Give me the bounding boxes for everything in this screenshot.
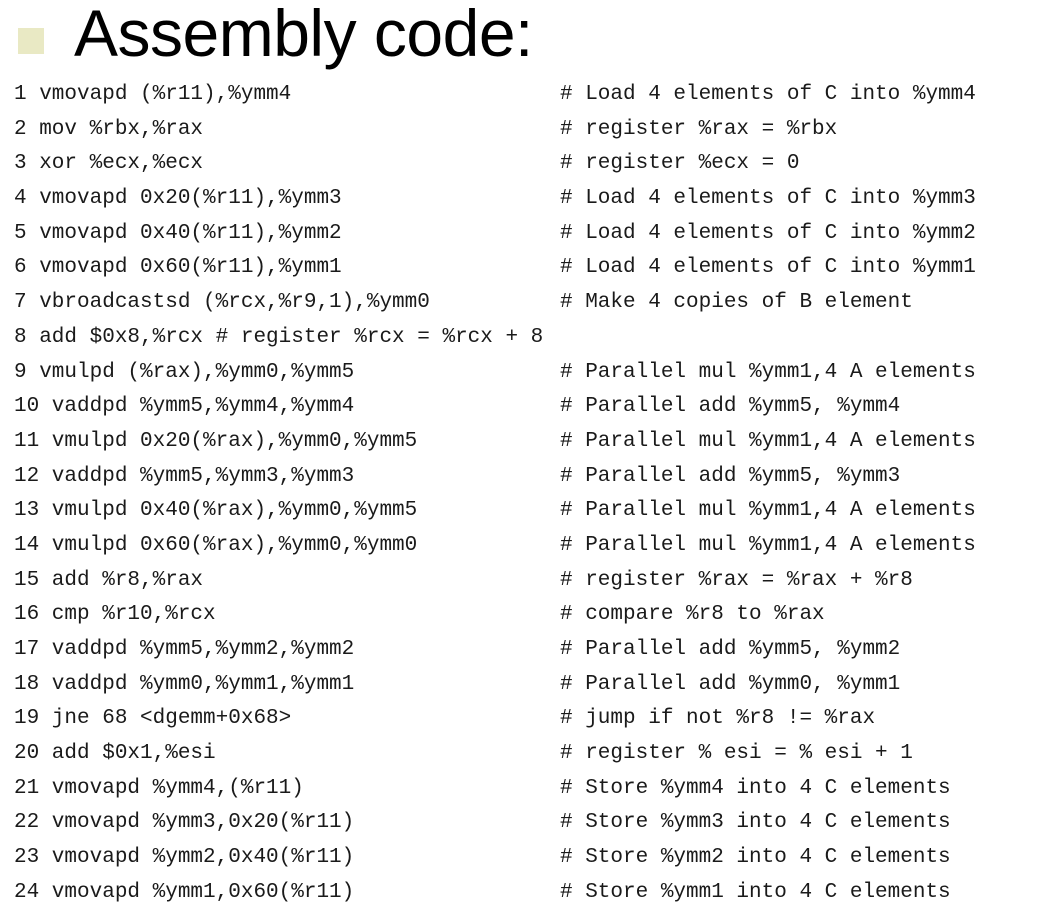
code-line: 10 vaddpd %ymm5,%ymm4,%ymm4 # Parallel ad… xyxy=(14,390,1044,425)
comment: # Parallel add %ymm0, %ymm1 xyxy=(560,672,901,696)
comment: # register % esi = % esi + 1 xyxy=(560,742,913,766)
code-line: 12 vaddpd %ymm5,%ymm3,%ymm3 # Parallel ad… xyxy=(14,460,1044,495)
instruction: 21 vmovapd %ymm4,(%r11) xyxy=(14,776,304,800)
comment: # register %rax = %rax + %r8 xyxy=(560,568,913,592)
comment: # Store %ymm4 into 4 C elements xyxy=(560,776,951,800)
code-line: 19 jne 68 <dgemm+0x68> # jump if not %r8 … xyxy=(14,702,1044,737)
code-listing: 1 vmovapd (%r11),%ymm4 # Load 4 elements … xyxy=(14,78,1044,911)
instruction: 4 vmovapd 0x20(%r11),%ymm3 xyxy=(14,187,342,211)
instruction: 6 vmovapd 0x60(%r11),%ymm1 xyxy=(14,256,342,280)
comment: # Store %ymm2 into 4 C elements xyxy=(560,846,951,870)
square-bullet-icon xyxy=(18,28,44,54)
code-line: 20 add $0x1,%esi # register % esi = % esi… xyxy=(14,737,1044,772)
code-line: 22 vmovapd %ymm3,0x20(%r11) # Store %ymm3… xyxy=(14,806,1044,841)
page-title: Assembly code: xyxy=(74,0,533,70)
code-line: 11 vmulpd 0x20(%rax),%ymm0,%ymm5 # Parall… xyxy=(14,425,1044,460)
instruction: 14 vmulpd 0x60(%rax),%ymm0,%ymm0 xyxy=(14,533,418,557)
code-line: 14 vmulpd 0x60(%rax),%ymm0,%ymm0 # Parall… xyxy=(14,529,1044,564)
code-line: 6 vmovapd 0x60(%r11),%ymm1 # Load 4 eleme… xyxy=(14,251,1044,286)
comment: # Store %ymm1 into 4 C elements xyxy=(560,880,951,904)
comment: # Parallel mul %ymm1,4 A elements xyxy=(560,429,976,453)
title-row: Assembly code: xyxy=(18,0,533,74)
code-line: 5 vmovapd 0x40(%r11),%ymm2 # Load 4 eleme… xyxy=(14,217,1044,252)
code-line: 2 mov %rbx,%rax # register %rax = %rbx xyxy=(14,113,1044,148)
comment: # Make 4 copies of B element xyxy=(560,291,913,315)
instruction: 3 xor %ecx,%ecx xyxy=(14,152,204,176)
comment: # Parallel add %ymm5, %ymm3 xyxy=(560,464,901,488)
instruction: 16 cmp %r10,%rcx xyxy=(14,603,216,627)
comment: # register %rax = %rbx xyxy=(560,117,838,141)
code-line: 8 add $0x8,%rcx # register %rcx = %rcx +… xyxy=(14,321,1044,356)
code-line: 9 vmulpd (%rax),%ymm0,%ymm5 # Parallel mu… xyxy=(14,356,1044,391)
instruction: 12 vaddpd %ymm5,%ymm3,%ymm3 xyxy=(14,464,355,488)
code-line: 18 vaddpd %ymm0,%ymm1,%ymm1 # Parallel ad… xyxy=(14,668,1044,703)
comment: # Parallel add %ymm5, %ymm2 xyxy=(560,638,901,661)
code-line: 17 vaddpd %ymm5,%ymm2,%ymm2 # Parallel ad… xyxy=(14,633,1044,668)
code-line: 24 vmovapd %ymm1,0x60(%r11) # Store %ymm1… xyxy=(14,876,1044,911)
comment: # Parallel mul %ymm1,4 A elements xyxy=(560,360,976,384)
comment: # Store %ymm3 into 4 C elements xyxy=(560,811,951,835)
instruction: 23 vmovapd %ymm2,0x40(%r11) xyxy=(14,846,355,870)
comment: # jump if not %r8 != %rax xyxy=(560,707,876,731)
instruction: 19 jne 68 <dgemm+0x68> xyxy=(14,707,292,731)
instruction: 11 vmulpd 0x20(%rax),%ymm0,%ymm5 xyxy=(14,429,418,453)
code-line: 4 vmovapd 0x20(%r11),%ymm3 # Load 4 eleme… xyxy=(14,182,1044,217)
comment: # register %ecx = 0 xyxy=(560,152,800,176)
instruction: 15 add %r8,%rax xyxy=(14,568,204,592)
code-line: 16 cmp %r10,%rcx # compare %r8 to %rax xyxy=(14,598,1044,633)
code-line: 7 vbroadcastsd (%rcx,%r9,1),%ymm0 # Make … xyxy=(14,286,1044,321)
comment: # Parallel add %ymm5, %ymm4 xyxy=(560,395,901,419)
comment: # compare %r8 to %rax xyxy=(560,603,825,627)
code-line: 15 add %r8,%rax # register %rax = %rax + … xyxy=(14,564,1044,599)
instruction: 2 mov %rbx,%rax xyxy=(14,117,204,141)
instruction: 17 vaddpd %ymm5,%ymm2,%ymm2 xyxy=(14,638,355,661)
comment: # Parallel mul %ymm1,4 A elements xyxy=(560,533,976,557)
code-line: 1 vmovapd (%r11),%ymm4 # Load 4 elements … xyxy=(14,78,1044,113)
instruction: 7 vbroadcastsd (%rcx,%r9,1),%ymm0 xyxy=(14,291,430,315)
comment: # Load 4 elements of C into %ymm2 xyxy=(560,221,976,245)
code-line: 13 vmulpd 0x40(%rax),%ymm0,%ymm5 # Parall… xyxy=(14,494,1044,529)
comment: # Load 4 elements of C into %ymm4 xyxy=(560,83,976,106)
instruction: 24 vmovapd %ymm1,0x60(%r11) xyxy=(14,880,355,904)
instruction: 1 vmovapd (%r11),%ymm4 xyxy=(14,83,292,106)
instruction: 9 vmulpd (%rax),%ymm0,%ymm5 xyxy=(14,360,355,384)
instruction: 10 vaddpd %ymm5,%ymm4,%ymm4 xyxy=(14,395,355,419)
comment: # Load 4 elements of C into %ymm1 xyxy=(560,256,976,280)
comment: # Parallel mul %ymm1,4 A elements xyxy=(560,499,976,523)
code-line: 23 vmovapd %ymm2,0x40(%r11) # Store %ymm2… xyxy=(14,841,1044,876)
instruction: 22 vmovapd %ymm3,0x20(%r11) xyxy=(14,811,355,835)
instruction: 18 vaddpd %ymm0,%ymm1,%ymm1 xyxy=(14,672,355,696)
instruction: 5 vmovapd 0x40(%r11),%ymm2 xyxy=(14,221,342,245)
instruction: 20 add $0x1,%esi xyxy=(14,742,216,766)
code-line: 3 xor %ecx,%ecx # register %ecx = 0 xyxy=(14,147,1044,182)
instruction: 8 add $0x8,%rcx # register %rcx = %rcx +… xyxy=(14,325,544,349)
instruction: 13 vmulpd 0x40(%rax),%ymm0,%ymm5 xyxy=(14,499,418,523)
code-line: 21 vmovapd %ymm4,(%r11) # Store %ymm4 int… xyxy=(14,772,1044,807)
comment: # Load 4 elements of C into %ymm3 xyxy=(560,187,976,211)
